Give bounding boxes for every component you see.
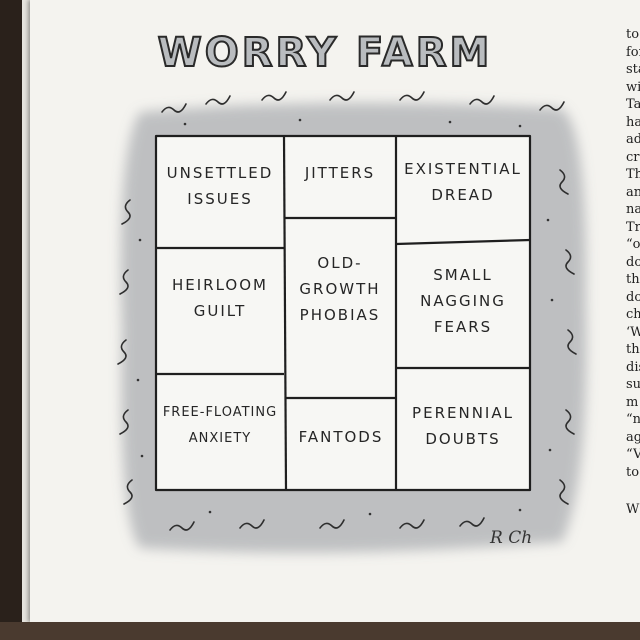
column-line: to [626, 464, 640, 480]
column-line: Ta [626, 97, 640, 112]
column-line: adv [626, 132, 640, 147]
column-line: for [626, 44, 640, 60]
farm-plots-background [156, 136, 530, 490]
column-line: W [626, 502, 640, 517]
column-line: sta [626, 62, 640, 77]
column-line: and [626, 184, 640, 200]
plot-old-growth-phobias: OLD- GROWTH PHOBIAS [299, 254, 381, 324]
column-line: su [626, 377, 640, 392]
column-line: do [626, 289, 640, 305]
column-line: ch [626, 307, 640, 322]
column-line: dis [626, 359, 640, 375]
column-line: ‘W [626, 324, 640, 340]
plot-free-floating-anxiety: FREE-FLOATING ANXIETY [162, 405, 278, 446]
column-line: “ol [626, 237, 640, 252]
plot-heirloom-guilt: HEIRLOOM GUILT [172, 276, 268, 320]
field-squiggles [117, 91, 577, 531]
column-line: th [626, 342, 640, 357]
column-gap [626, 481, 640, 501]
plot-unsettled-issues: UNSETTLED ISSUES [166, 164, 274, 208]
column-line: Th [626, 167, 640, 182]
column-line: nat [626, 202, 640, 217]
column-line: “V [626, 447, 640, 462]
column-line: “n [626, 412, 640, 427]
table-edge [0, 622, 640, 640]
field-dots [136, 118, 554, 516]
cartoon-title: WORRY FARM [157, 29, 493, 77]
column-line: had [626, 114, 640, 130]
column-line: Tr [626, 219, 640, 235]
artist-signature: R Ch [490, 528, 533, 548]
plot-jitters: JITTERS [304, 164, 376, 182]
plot-grid [154, 134, 532, 492]
plot-fantods: FANTODS [298, 428, 384, 446]
plot-perennial-doubts: PERENNIAL DOUBTS [412, 404, 514, 448]
column-line: cro [626, 149, 640, 165]
column-line: wit [626, 79, 640, 95]
column-line: to [626, 27, 640, 42]
column-line: ag [626, 429, 640, 445]
article-column-fragment: to for sta wit Ta had adv cro Th and nat… [626, 26, 640, 519]
plot-existential-dread: EXISTENTIAL DREAD [404, 160, 522, 204]
column-line: the [626, 272, 640, 287]
column-line: m [626, 394, 639, 410]
column-line: do [626, 254, 640, 270]
plot-small-nagging-fears: SMALL NAGGING FEARS [420, 266, 506, 336]
